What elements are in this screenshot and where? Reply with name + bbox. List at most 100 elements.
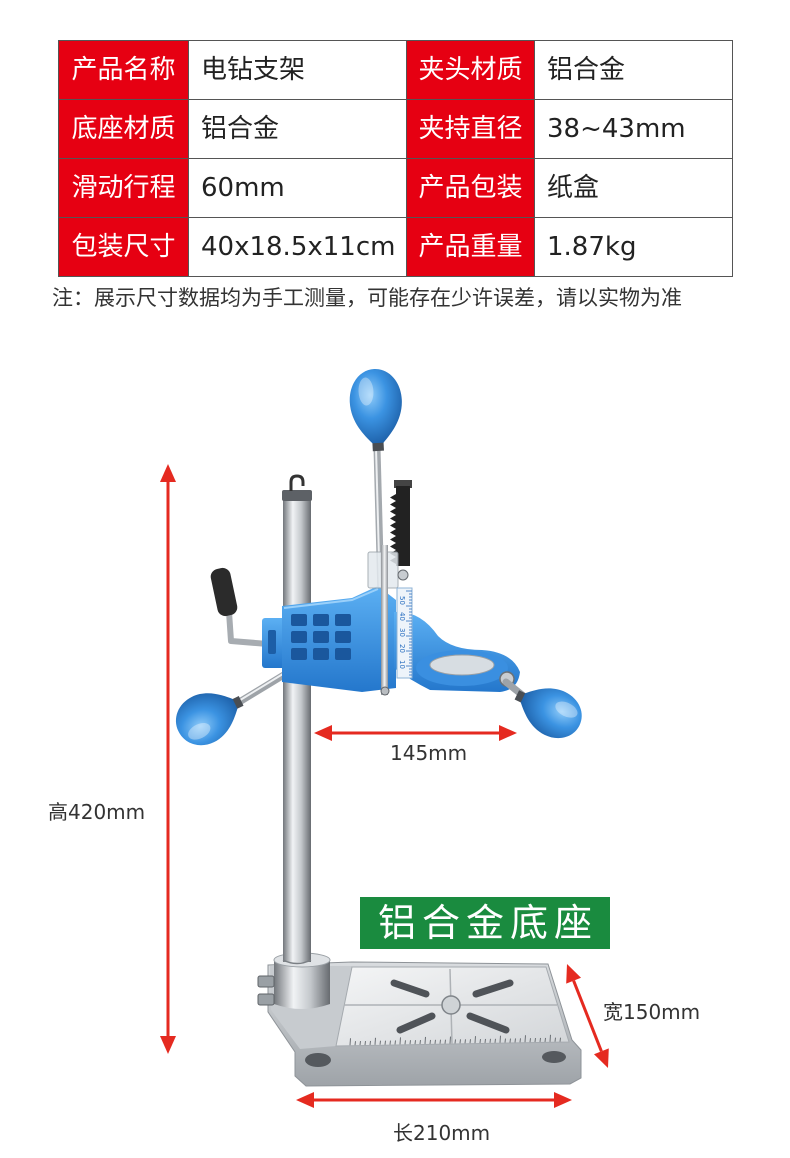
carriage-grid-hole [291, 631, 307, 643]
base-scale-tick [374, 1037, 376, 1045]
base-scale-tick [484, 1038, 486, 1044]
base-slot [472, 979, 514, 998]
column-collar-joint [282, 959, 312, 965]
rack-tooth [390, 536, 396, 543]
arm-reach-arrow [314, 725, 517, 741]
length-arrow-head-left [296, 1092, 314, 1108]
blue-carriage [262, 586, 520, 692]
knob-body [349, 369, 402, 444]
base-scale-tick [489, 1038, 491, 1043]
depth-gauge: 50 40 30 20 10 [367, 545, 413, 696]
spec-label-product-name: 产品名称 [58, 40, 189, 100]
knob-highlight [555, 701, 578, 718]
base-scale-tick [454, 1039, 456, 1044]
rack-bar [396, 486, 410, 566]
spec-value-packaging: 纸盒 [534, 158, 733, 218]
base-scale-tick [534, 1038, 536, 1043]
carriage-grid-hole [313, 614, 329, 626]
measurement-note: 注：展示尺寸数据均为手工测量，可能存在少许误差，请以实物为准 [52, 286, 682, 310]
carriage-grid-holes [291, 614, 351, 660]
carriage-grid-hole [291, 614, 307, 626]
length-arrow [296, 1092, 572, 1108]
collar-body [274, 960, 330, 1009]
base-scale-tick [449, 1036, 451, 1044]
arm-reach-arrow-head-left [314, 725, 332, 741]
knob-body [175, 693, 238, 746]
base-scale-tick [519, 1038, 521, 1043]
base-scale-tick [494, 1038, 496, 1043]
base-scale-tick [479, 1038, 481, 1044]
base-scale-tick [529, 1038, 531, 1043]
base-scale-tick [439, 1039, 441, 1044]
height-arrow-head-bottom [160, 1036, 176, 1054]
depth-scale-mark: 10 [398, 660, 406, 669]
base-material-badge: 铝合金底座 [360, 897, 610, 949]
length-arrow-head-right [554, 1092, 572, 1108]
spec-value-product-name: 电钻支架 [188, 40, 407, 100]
base-scale-tick [394, 1040, 396, 1045]
spec-label-weight: 产品重量 [406, 217, 535, 277]
base-scale-tick [434, 1039, 436, 1044]
spec-value-clamp-diameter: 38~43mm [534, 99, 733, 159]
column-tube [283, 494, 311, 962]
carriage-edge-highlight [283, 588, 379, 609]
base-scale-tick [559, 1037, 561, 1042]
rack-tooth [390, 501, 396, 508]
drill-stand-illustration: 50 40 30 20 10 [160, 369, 609, 1108]
base-slot [396, 1012, 436, 1034]
rack-tooth [390, 522, 396, 529]
carriage-grid-hole [313, 631, 329, 643]
hang-hook-icon [289, 474, 305, 491]
column-top-cap [282, 490, 312, 501]
spec-label-base-material: 底座材质 [58, 99, 189, 159]
base-scale-tick [354, 1041, 356, 1046]
rack-tooth [390, 515, 396, 522]
top-lever-knob [349, 369, 402, 452]
clamp-ring-bore [429, 654, 495, 676]
base-scale-tick [524, 1035, 526, 1043]
carriage-grid-hole [335, 614, 351, 626]
spec-row: 滑动行程 60mm 产品包装 纸盒 [58, 158, 733, 218]
depth-rod-screw [380, 686, 390, 696]
arm-reach-arrow-head-right [499, 725, 517, 741]
width-arrow-head-top [566, 964, 581, 984]
carriage-grid-hole [335, 631, 351, 643]
spec-row: 产品名称 电钻支架 夹头材质 铝合金 [58, 40, 733, 100]
base-scale-tick [469, 1039, 471, 1044]
base-scale-tick [409, 1040, 411, 1045]
arm-reach-dimension-label: 145mm [390, 741, 468, 765]
right-lever-knob [514, 688, 582, 739]
rack-tooth [390, 508, 396, 515]
base-scale-tick [549, 1034, 551, 1042]
length-dimension-label: 长210mm [393, 1121, 491, 1145]
dimension-arrows [160, 464, 609, 1108]
knob-highlight [188, 722, 211, 740]
base-scale-tick [544, 1037, 546, 1042]
knob-highlight [358, 377, 374, 406]
base-scale-tick [474, 1036, 476, 1044]
rack-tooth [390, 529, 396, 536]
width-arrow-line [572, 980, 603, 1052]
base-scale-tick [459, 1039, 461, 1044]
base-scale-ticks [349, 1034, 561, 1046]
spec-value-package-size: 40x18.5x11cm [188, 217, 407, 277]
carriage-grid-hole [335, 648, 351, 660]
carriage-grid-hole [313, 648, 329, 660]
crank-rod [226, 611, 269, 647]
base-scale-tick [539, 1037, 541, 1043]
depth-scale-mark: 40 [398, 612, 406, 621]
base-scale-tick [429, 1039, 431, 1044]
base-scale-tick [379, 1040, 381, 1045]
base-scale-tick [554, 1037, 556, 1042]
base-scale-tick [359, 1041, 361, 1046]
left-lever-knob [175, 693, 244, 746]
spec-label-package-size: 包装尺寸 [58, 217, 189, 277]
base-scale-tick [509, 1038, 511, 1043]
width-dimension-label: 宽150mm [603, 1000, 701, 1024]
base-scale-tick [499, 1035, 501, 1043]
depth-scale-mark: 20 [398, 644, 406, 653]
steel-column [282, 474, 312, 965]
spec-value-base-material: 铝合金 [188, 99, 407, 159]
base-scale-tick [399, 1037, 401, 1045]
